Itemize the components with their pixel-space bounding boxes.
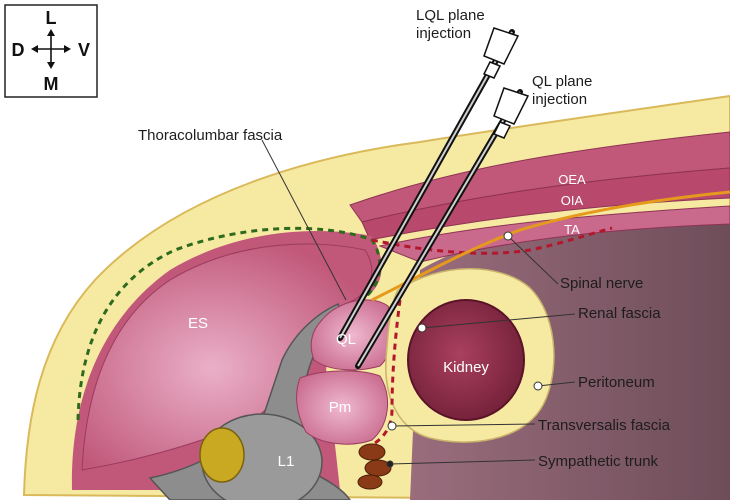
callout-transversalis-fascia: Transversalis fascia	[538, 417, 671, 434]
label-l1: L1	[278, 453, 295, 470]
compass-label-d: D	[12, 40, 25, 60]
label-oia: OIA	[561, 193, 584, 208]
label-pm: Pm	[329, 399, 352, 416]
lql-label-line1: LQL plane	[416, 7, 485, 24]
callout-lines	[261, 139, 576, 465]
sympathetic-ganglion-2	[364, 459, 392, 477]
callout-spinal-nerve: Spinal nerve	[560, 275, 643, 292]
compass-label-m: M	[44, 74, 59, 94]
lql-needle	[337, 27, 520, 341]
transversalis-fascia-posterior	[359, 299, 402, 452]
label-ta: TA	[564, 222, 580, 237]
ql-needle	[355, 87, 530, 369]
label-oea: OEA	[558, 172, 586, 187]
spinal-nerve	[371, 190, 730, 302]
callout-sympathetic-trunk: Sympathetic trunk	[538, 453, 659, 470]
kidney	[407, 299, 525, 421]
label-es: ES	[188, 315, 208, 332]
ql-label-line1: QL plane	[532, 73, 592, 90]
compass-label-l: L	[46, 8, 57, 28]
sympathetic-ganglion-1	[358, 443, 386, 461]
psoas-major-muscle	[296, 370, 389, 445]
callout-peritoneum: Peritoneum	[578, 374, 655, 391]
compass-label-v: V	[78, 40, 90, 60]
quadratus-lumborum-muscle	[310, 299, 395, 371]
callout-thoracolumbar-fascia: Thoracolumbar fascia	[138, 127, 283, 144]
vertebral-core	[199, 427, 245, 483]
label-kidney: Kidney	[443, 359, 489, 376]
internal-oblique-muscle	[361, 167, 730, 241]
callout-renal-fascia: Renal fascia	[578, 305, 661, 322]
callout-markers	[386, 231, 543, 468]
orientation-compass: L D V M	[4, 4, 98, 98]
transversus-abdominis-muscle	[378, 205, 730, 263]
sympathetic-ganglion-3	[357, 474, 383, 490]
ql-label-line2: injection	[532, 91, 587, 108]
lql-label-line2: injection	[416, 25, 471, 42]
label-ql: QL	[336, 331, 356, 348]
